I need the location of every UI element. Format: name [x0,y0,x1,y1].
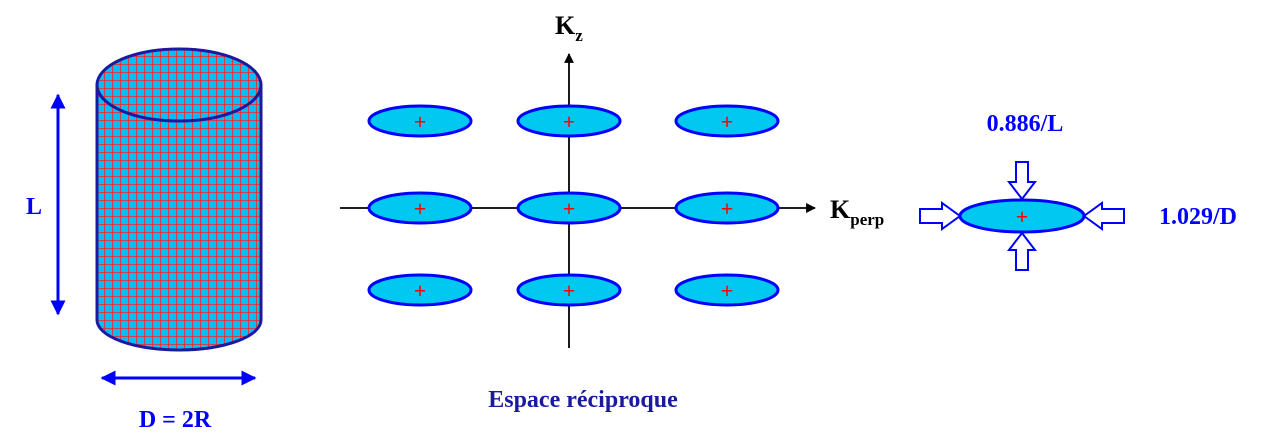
horizontal-width-label: 1.029/D [1159,204,1237,230]
lattice-spot-ellipse [516,104,622,138]
cylinder [95,47,263,352]
lattice-spot-ellipse [367,104,473,138]
reciprocal-lattice-spots: + + + + + + + + + [367,104,780,307]
lattice-spot-marker: + [563,278,576,303]
diameter-label: D = 2R [139,407,212,433]
arrow-from-bottom [1006,231,1038,271]
lattice-spot-marker: + [721,278,734,303]
lattice-spot-marker: + [414,196,427,221]
cylinder-top [95,47,263,123]
lattice-spot-ellipse [674,104,780,138]
lattice-spot-ellipse [516,273,622,307]
arrow-from-right [1082,201,1125,231]
lattice-spot-top-center: + [516,104,622,138]
arrow-from-top [1006,161,1038,201]
arrow-from-left [919,201,962,231]
lattice-spot-marker: + [563,109,576,134]
lattice-spot-top-left: + [367,104,473,138]
lattice-spot-middle-center: + [516,191,622,225]
reciprocal-caption: Espace réciproque [488,387,678,413]
lattice-spot-ellipse [674,273,780,307]
lattice-spot-marker: + [721,196,734,221]
kz-axis-label: Kz [555,11,583,45]
lattice-spot-ellipse [674,191,780,225]
detail-spot-marker: + [1016,204,1029,229]
lattice-spot-bottom-left: + [367,273,473,307]
lattice-spot-marker: + [563,196,576,221]
height-label: L [26,194,42,220]
lattice-spot-bottom-center: + [516,273,622,307]
lattice-spot-marker: + [414,278,427,303]
lattice-spot-top-right: + [674,104,780,138]
lattice-spot-ellipse [516,191,622,225]
cylinder-body [95,83,263,352]
lattice-spot-marker: + [721,109,734,134]
detail-spot: + [958,198,1086,234]
kperp-axis-label: Kperp [830,195,884,229]
lattice-spot-marker: + [414,109,427,134]
vertical-width-label: 0.886/L [987,111,1064,137]
lattice-spot-ellipse [367,273,473,307]
lattice-spot-bottom-right: + [674,273,780,307]
lattice-spot-middle-right: + [674,191,780,225]
lattice-spot-ellipse [367,191,473,225]
lattice-spot-middle-left: + [367,191,473,225]
